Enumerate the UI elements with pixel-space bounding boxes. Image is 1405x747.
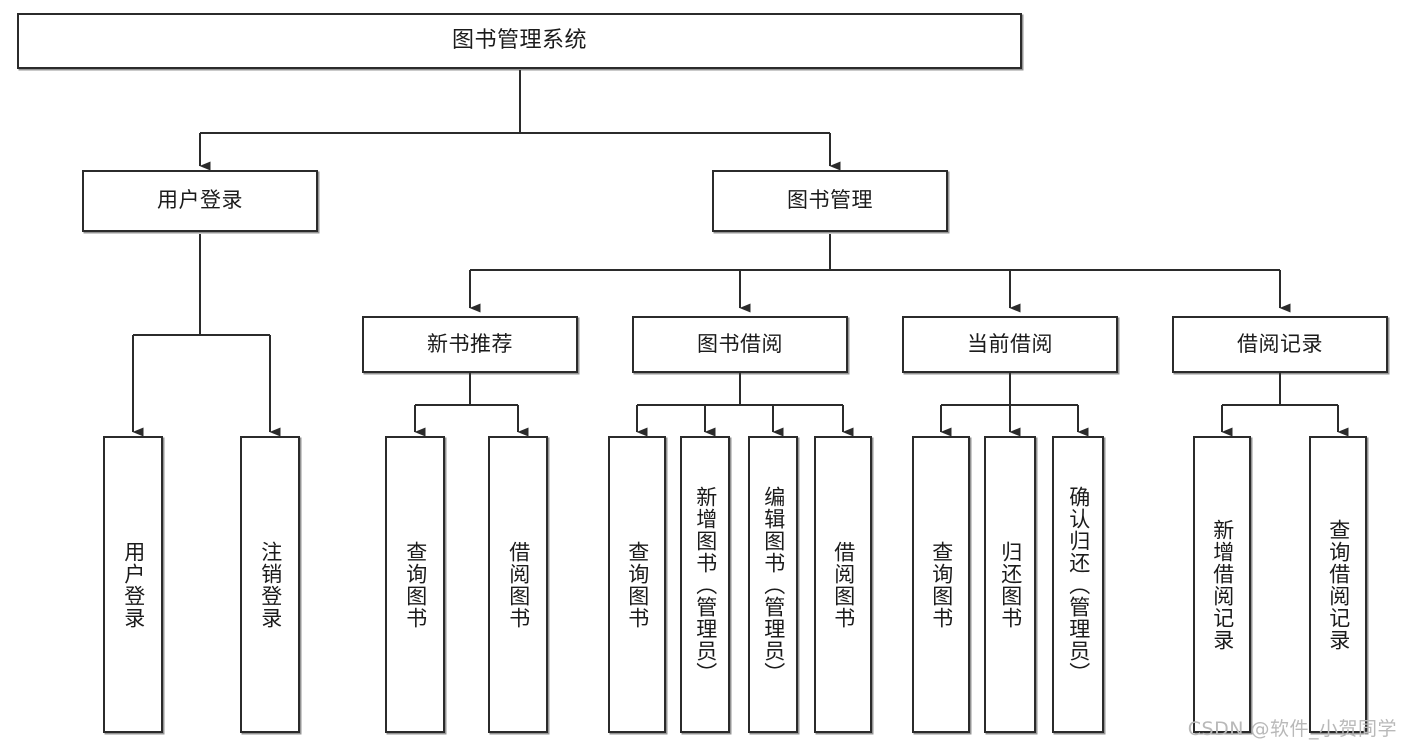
leaf-label-book-borrow-borrow: 借阅图书 (831, 540, 856, 629)
node-new-book-recommend[interactable]: 新书推荐 (362, 316, 578, 373)
leaf-book-borrow-borrow[interactable]: 借阅图书 (814, 436, 872, 733)
leaf-new-book-query[interactable]: 查询图书 (385, 436, 445, 733)
leaf-current-borrow-confirm[interactable]: 确认归还（管理员） (1052, 436, 1104, 733)
leaf-label-borrow-record-query: 查询借阅记录 (1326, 518, 1351, 651)
node-label-new-book-recommend: 新书推荐 (427, 331, 513, 356)
leaf-book-borrow-add[interactable]: 新增图书（管理员） (680, 436, 730, 733)
leaf-user-login-logout[interactable]: 注销登录 (240, 436, 300, 733)
leaf-label-book-borrow-query: 查询图书 (625, 540, 650, 629)
leaf-borrow-record-query[interactable]: 查询借阅记录 (1309, 436, 1367, 733)
leaf-label-current-borrow-confirm: 确认归还（管理员） (1066, 485, 1091, 684)
node-label-borrow-record: 借阅记录 (1237, 331, 1323, 356)
leaf-label-user-login-logout: 注销登录 (258, 540, 283, 629)
leaf-new-book-borrow[interactable]: 借阅图书 (488, 436, 548, 733)
leaf-current-borrow-return[interactable]: 归还图书 (984, 436, 1036, 733)
leaf-label-book-borrow-edit: 编辑图书（管理员） (761, 485, 786, 684)
node-user-login[interactable]: 用户登录 (82, 170, 318, 232)
leaf-borrow-record-add[interactable]: 新增借阅记录 (1193, 436, 1251, 733)
node-borrow-record[interactable]: 借阅记录 (1172, 316, 1388, 373)
node-book-borrow[interactable]: 图书借阅 (632, 316, 848, 373)
leaf-label-current-borrow-return: 归还图书 (998, 540, 1023, 629)
leaf-label-new-book-borrow: 借阅图书 (506, 540, 531, 629)
leaf-book-borrow-edit[interactable]: 编辑图书（管理员） (748, 436, 798, 733)
leaf-current-borrow-query[interactable]: 查询图书 (912, 436, 970, 733)
node-current-borrow[interactable]: 当前借阅 (902, 316, 1118, 373)
node-label-book-borrow: 图书借阅 (697, 331, 783, 356)
leaf-label-book-borrow-add: 新增图书（管理员） (693, 485, 718, 684)
leaf-label-new-book-query: 查询图书 (403, 540, 428, 629)
node-label-root: 图书管理系统 (451, 27, 587, 53)
leaf-label-borrow-record-add: 新增借阅记录 (1210, 518, 1235, 651)
leaf-label-current-borrow-query: 查询图书 (929, 540, 954, 629)
node-label-user-login: 用户登录 (157, 188, 243, 213)
watermark-text: CSDN @软件_小贺同学 (1187, 718, 1397, 740)
node-root-book-management-system[interactable]: 图书管理系统 (17, 13, 1022, 69)
leaf-user-login-login[interactable]: 用户登录 (103, 436, 163, 733)
leaf-book-borrow-query[interactable]: 查询图书 (608, 436, 666, 733)
leaf-label-user-login-login: 用户登录 (121, 540, 146, 629)
node-label-current-borrow: 当前借阅 (967, 331, 1053, 356)
node-label-book-management: 图书管理 (787, 188, 873, 213)
node-book-management[interactable]: 图书管理 (712, 170, 948, 232)
